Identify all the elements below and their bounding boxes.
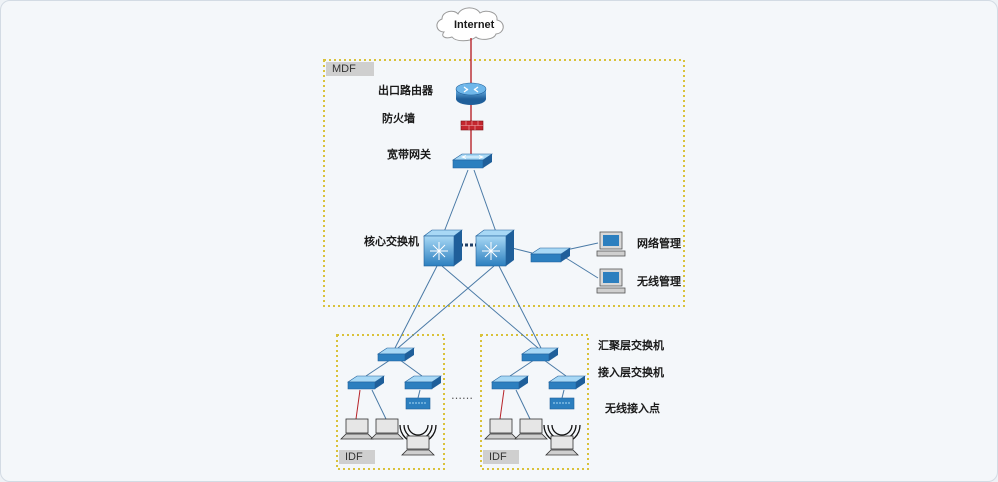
aggregation-switch-label: 汇聚层交换机: [598, 339, 664, 352]
core-agg-link-4: [498, 265, 542, 349]
gateway-core-link-left: [443, 169, 469, 233]
idf-right-aggregation-switch-icon: [521, 347, 559, 362]
idf-left-zone-border: [336, 334, 445, 470]
internet-label: Internet: [454, 19, 495, 31]
gateway-switch-icon: [452, 153, 493, 169]
more-idf-ellipsis: ……: [451, 389, 473, 402]
idf-right-laptop-1-icon: [484, 418, 518, 440]
network-management-pc-icon: [596, 231, 626, 257]
idf-left-access-switch-1-icon: [347, 375, 385, 390]
idf-right-wireless-laptop-icon: [543, 424, 581, 456]
wireless-management-label: 无线管理: [637, 275, 681, 288]
idf-left-laptop-1-icon: [340, 418, 374, 440]
router-label: 出口路由器: [378, 84, 433, 97]
internet-cloud-icon: [436, 7, 504, 42]
mdf-zone-tag: MDF: [326, 62, 374, 76]
core-mgmt-switch-link: [511, 247, 533, 254]
idf-right-zone-border: [480, 334, 589, 470]
idf-right-laptop-2-icon: [514, 418, 548, 440]
mgmt-pc1-link: [565, 242, 599, 251]
idf-right-access-switch-1-icon: [491, 375, 529, 390]
management-switch-icon: [530, 247, 571, 263]
core-switch-label: 核心交换机: [364, 235, 419, 248]
idf-left-zone-tag: IDF: [339, 450, 375, 464]
core-agg-link-2: [441, 265, 539, 349]
router-icon: [455, 82, 487, 105]
gateway-label: 宽带网关: [387, 148, 431, 161]
firewall-icon: [460, 120, 484, 131]
idf-right-access-switch-2-icon: [548, 375, 586, 390]
idf-right-links: [499, 359, 567, 420]
access-switch-label: 接入层交换机: [598, 366, 664, 379]
core-switch-1-icon: [423, 229, 463, 267]
network-management-label: 网络管理: [637, 237, 681, 250]
core-switch-2-icon: [475, 229, 515, 267]
idf-left-aggregation-switch-icon: [377, 347, 415, 362]
core-agg-link-1: [394, 265, 438, 349]
mgmt-pc2-link: [565, 257, 599, 279]
wireless-management-pc-icon: [596, 268, 626, 294]
access-point-label: 无线接入点: [605, 402, 660, 415]
firewall-label: 防火墙: [382, 112, 415, 125]
idf-right-access-point-icon: [549, 397, 575, 410]
idf-left-access-point-icon: [405, 397, 431, 410]
idf-left-laptop-2-icon: [370, 418, 404, 440]
gateway-core-link-right: [473, 169, 497, 233]
idf-right-zone-tag: IDF: [483, 450, 519, 464]
idf-left-wireless-laptop-icon: [399, 424, 437, 456]
idf-left-access-switch-2-icon: [404, 375, 442, 390]
mdf-zone-border: [323, 59, 685, 307]
core-agg-link-3: [397, 265, 495, 349]
idf-left-links: [355, 359, 423, 420]
